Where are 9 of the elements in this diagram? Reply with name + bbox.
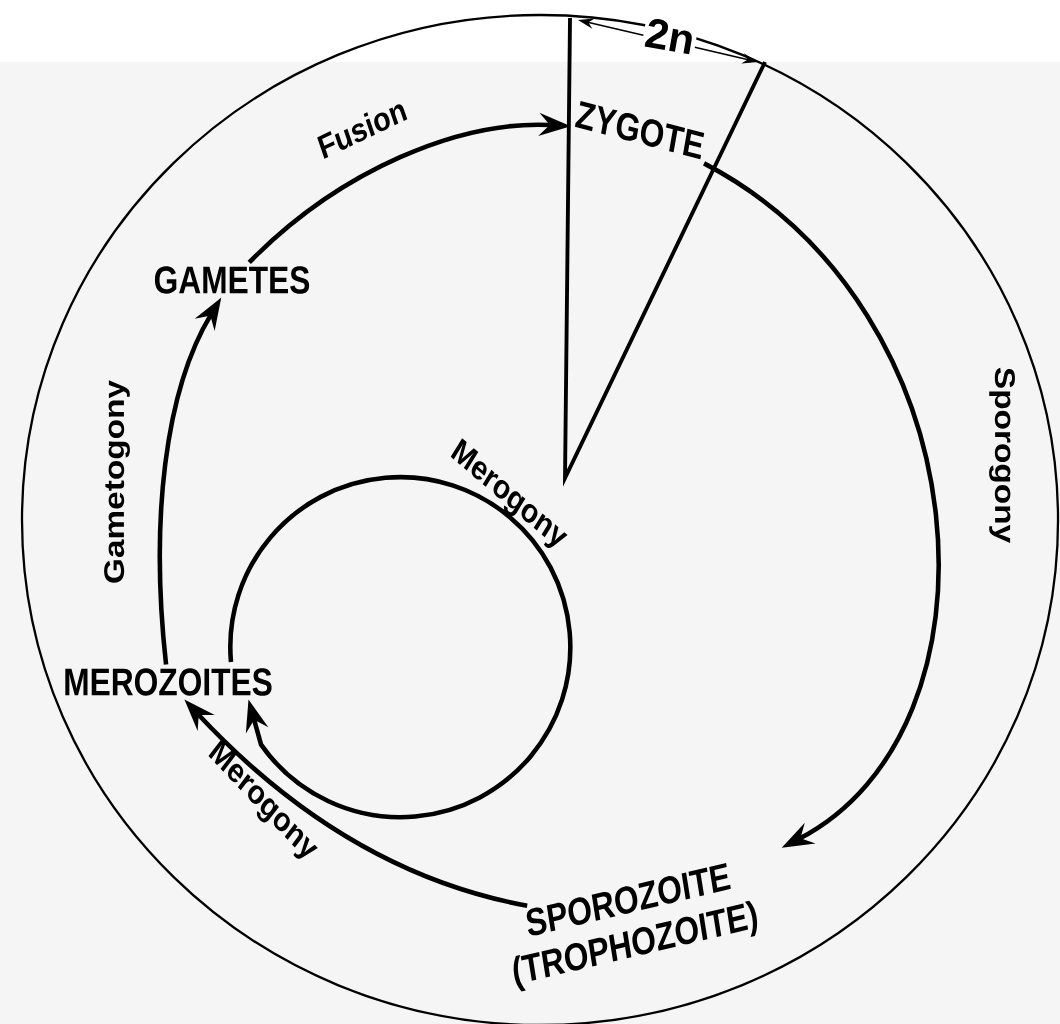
edge-label: Gametogony (104, 380, 130, 583)
stage-label: GAMETES (154, 266, 310, 294)
stage-label: MEROZOITES (65, 668, 272, 696)
edge-label: Fusion (317, 104, 408, 159)
arrow (702, 161, 941, 848)
arrow (228, 475, 573, 820)
stage-label: ZYGOTE (574, 101, 705, 160)
edge-label: Sporogony (989, 367, 1015, 543)
dimension-label: 2n (641, 15, 699, 57)
